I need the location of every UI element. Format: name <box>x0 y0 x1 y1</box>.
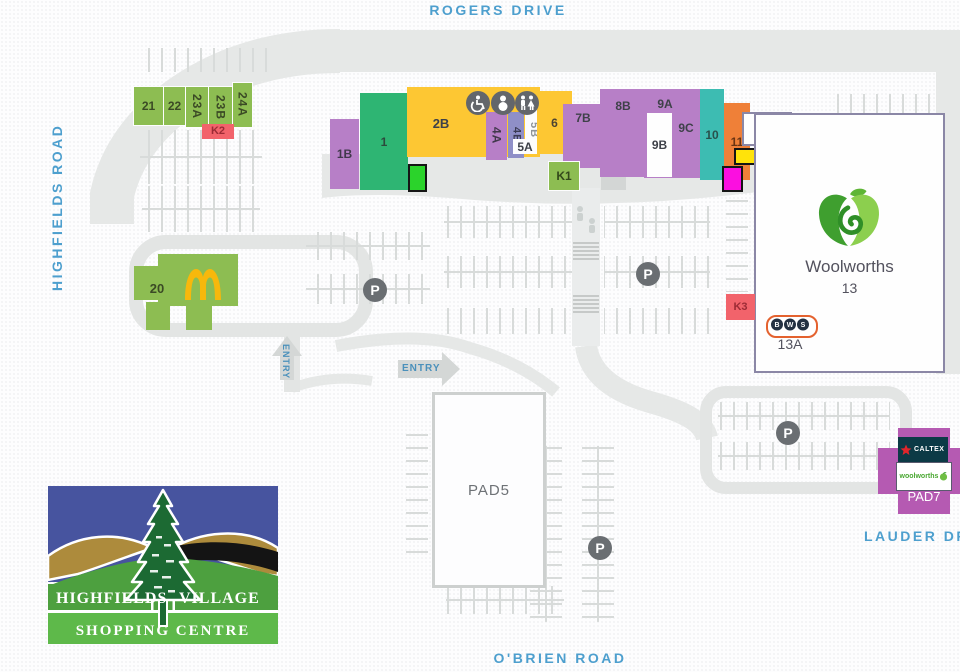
marker-green <box>408 164 427 192</box>
unit-9c-label: 9C <box>678 121 694 135</box>
unit-23a: 23A <box>186 87 208 127</box>
unit-1b: 1B <box>330 119 359 189</box>
centre-logo: HIGHFIELDS VILLAGE SHOPPING CENTRE <box>48 486 278 644</box>
mcdonalds-building <box>134 254 238 330</box>
pad7-label: PAD7 <box>907 488 941 504</box>
unit-24a: 24A <box>233 83 252 127</box>
kiosk-k2: K2 <box>202 124 234 139</box>
svg-text:B: B <box>774 322 779 329</box>
unit-13a-label: 13A <box>777 336 803 352</box>
unit-1: 1 <box>360 93 408 190</box>
parking-icon-west: P <box>363 278 387 302</box>
logo-name-right: VILLAGE <box>179 590 260 607</box>
parking-icon-south: P <box>588 536 612 560</box>
entry-label-west: ENTRY <box>281 344 291 380</box>
mcdonalds-arches-icon <box>185 269 221 300</box>
road-label-lauder-drive: LAUDER DRIVE <box>864 528 960 544</box>
entry-arrow-west <box>272 336 302 380</box>
road-label-obrien-road: O'BRIEN ROAD <box>493 650 627 666</box>
woolworths-apple-icon <box>818 188 880 246</box>
caltex-logo: CALTEX <box>898 437 948 462</box>
unit-7b-label: 7B <box>575 111 591 125</box>
caltex-star-icon <box>900 444 912 455</box>
baby-change-icon <box>491 91 515 115</box>
unit-23b: 23B <box>209 87 232 129</box>
woolworths-name: Woolworths <box>805 256 894 276</box>
unit-13-label: 13 <box>841 280 858 296</box>
entry-arrow-central <box>398 352 460 386</box>
unit-20-label: 20 <box>149 280 165 296</box>
kiosk-k1: K1 <box>549 162 579 190</box>
unit-10: 10 <box>700 89 724 180</box>
road-label-rogers-drive: ROGERS DRIVE <box>429 2 567 18</box>
marker-magenta <box>722 166 743 192</box>
caltex-label: CALTEX <box>914 446 945 453</box>
unit-9a-label: 9A <box>657 97 673 111</box>
parking-rows <box>140 48 938 622</box>
bws-logo-icon: B W S <box>766 315 818 338</box>
svg-text:W: W <box>787 322 794 329</box>
unit-21: 21 <box>134 87 163 125</box>
svg-text:S: S <box>801 322 806 329</box>
unit-8b-label: 8B <box>615 99 631 113</box>
unit-22: 22 <box>164 87 185 125</box>
unit-4a: 4A <box>486 112 507 160</box>
wheelchair-icon <box>466 91 490 115</box>
pedestrian-crosswalk <box>572 188 600 346</box>
unit-5a-label: 5A <box>513 139 537 154</box>
logo-tagline: SHOPPING CENTRE <box>76 623 251 639</box>
pad5-building: PAD5 <box>432 392 546 588</box>
unit-8b <box>600 89 646 177</box>
road-label-highfields-road: HIGHFIELDS ROAD <box>49 123 65 291</box>
logo-name-left: HIGHFIELDS <box>56 590 167 607</box>
pad5-label: PAD5 <box>467 481 511 499</box>
woolworths-petrol-logo: woolworths <box>896 462 952 491</box>
entry-arrows <box>272 336 460 386</box>
pedestrian-icon <box>577 206 595 233</box>
petrol-apple-icon <box>940 472 948 481</box>
unit-9b: 9B <box>647 113 672 177</box>
parking-icon-southeast: P <box>776 421 800 445</box>
petrol-label: woolworths <box>899 473 939 480</box>
entry-label-central: ENTRY <box>402 363 441 374</box>
kiosk-k3: K3 <box>726 294 755 320</box>
parking-icon-central: P <box>636 262 660 286</box>
toilets-icon <box>515 91 539 115</box>
unit-2b-label: 2B <box>432 115 450 131</box>
unit-7b <box>563 104 602 168</box>
